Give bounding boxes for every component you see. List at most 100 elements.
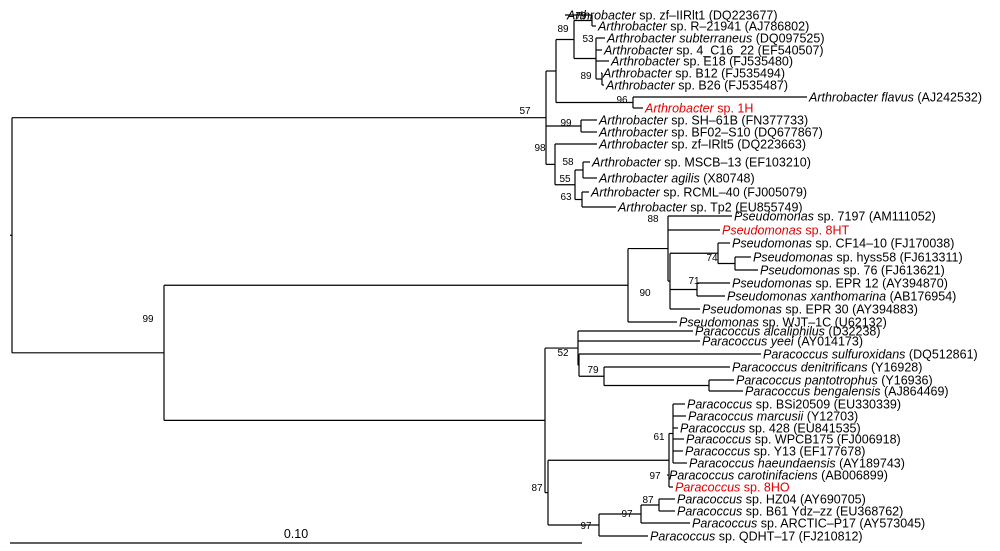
taxon-genus: Pseudomonas [760,264,840,278]
bootstrap-value: 63 [560,192,572,203]
taxon-genus: Paracoccus denitrificans [732,361,867,375]
taxon-detail: sp. B12 (FJ535494) [672,67,785,81]
taxon-detail: sp. B26 (FJ535487) [675,79,788,93]
taxon-detail: sp. zf–IIRlt1 (DQ223677) [636,9,778,23]
taxon-label: Paracoccus carotinifaciens (AB006899) [669,469,888,483]
taxon-detail: sp. EPR 30 (AY394883) [782,303,918,317]
taxon-genus: Arthrobacter agilis [598,172,700,186]
taxon-label: Paracoccus bengalensis (AJ864469) [745,385,949,399]
bootstrap-value: 87 [531,483,543,494]
taxon-detail: sp. QDHT–17 (FJ210812) [715,530,862,544]
taxon-detail: sp. EPR 12 (AY394870) [812,277,948,291]
taxon-genus: Paracoccus yeei [702,335,795,349]
taxon-label: Arthrobacter sp. zf–IRlt5 (DQ223663) [598,138,806,152]
taxon-detail: (DQ097525) [752,32,824,46]
taxon-detail: sp. Y13 (EF177678) [750,445,865,459]
taxon-detail: (Y16928) [867,361,922,375]
taxon-detail: sp. ARCTIC–P17 (AY573045) [757,517,925,531]
taxon-genus: Arthrobacter [598,138,669,152]
taxon-label: Arthrobacter sp. 4_C16_22 (EF540507) [603,44,824,58]
taxon-genus: Paracoccus [686,433,751,447]
taxon-genus: Arthrobacter subterraneus [606,32,752,46]
taxon-detail: (X80748) [700,172,755,186]
bootstrap-value: 99 [142,314,154,325]
bootstrap-value: 98 [534,143,546,154]
taxon-genus: Paracoccus [687,398,752,412]
taxon-label: Paracoccus sp. WPCB175 (FJ006918) [686,433,901,447]
bootstrap-value: 79 [587,365,599,376]
taxon-detail: sp. MSCB–13 (EF103210) [661,156,811,170]
bootstrap-values: 7989538996995863559857747190887952619787… [142,11,718,532]
taxon-genus: Pseudomonas [702,303,782,317]
bootstrap-value: 97 [621,509,633,520]
taxon-genus: Arthrobacter [566,9,637,23]
taxon-genus: Paracoccus [677,493,742,507]
taxon-label: Pseudomonas xanthomarina (AB176954) [727,290,956,304]
taxon-labels: Arthrobacter sp. zf–IIRlt1 (DQ223677)Art… [566,9,982,544]
taxon-detail: (D32238) [825,325,881,339]
taxon-label: Paracoccus haeundaensis (AY189743) [689,457,905,471]
taxon-label: Paracoccus yeei (AY014173) [702,335,863,349]
taxon-label: Pseudomonas sp. 7197 (AM111052) [734,210,936,224]
taxon-label: Arthrobacter sp. Tp2 (EU855749) [617,201,803,215]
taxon-genus: Pseudomonas [734,210,814,224]
taxon-detail: sp. hyss58 (FJ613311) [833,251,963,265]
taxon-detail: (Y16936) [878,374,933,388]
taxon-detail: (AB176954) [886,290,956,304]
bootstrap-value: 99 [560,118,572,129]
taxon-label: Paracoccus marcusii (Y12703) [688,410,858,424]
taxon-detail: sp. 4_C16_22 (EF540507) [673,44,824,58]
taxon-label: Arthrobacter sp. BF02–S10 (DQ677867) [598,126,823,140]
taxon-detail: sp. WPCB175 (FJ006918) [751,433,900,447]
taxon-label: Arthrobacter sp. E18 (FJ535480) [610,55,793,69]
taxon-genus: Paracoccus haeundaensis [689,457,836,471]
taxon-label: Pseudomonas sp. 76 (FJ613621) [760,264,945,278]
bootstrap-value: 61 [653,432,665,443]
taxon-detail: (Y12703) [803,410,858,424]
bootstrap-value: 96 [616,95,628,106]
bootstrap-value: 55 [559,174,571,185]
taxon-label: Pseudomonas sp. CF14–10 (FJ170038) [732,237,954,251]
taxon-label: Arthrobacter sp. RCML–40 (FJ005079) [590,186,807,200]
taxon-label: Pseudomonas sp. EPR 12 (AY394870) [732,277,948,291]
taxon-label: Paracoccus sp. 8HO [675,481,790,495]
taxon-genus: Paracoccus [675,481,740,495]
taxon-genus: Arthrobacter [602,67,673,81]
taxon-detail: sp. zf–IRlt5 (DQ223663) [668,138,806,152]
taxon-genus: Arthrobacter [591,156,662,170]
taxon-label: Arthrobacter sp. B26 (FJ535487) [605,79,788,93]
bootstrap-value: 97 [580,521,592,532]
taxon-genus: Arthrobacter [590,186,661,200]
bootstrap-value: 87 [642,495,654,506]
taxon-label: Paracoccus sp. QDHT–17 (FJ210812) [650,530,863,544]
taxon-detail: (AY189743) [836,457,905,471]
taxon-genus: Arthrobacter [603,44,674,58]
bootstrap-value: 58 [562,157,574,168]
taxon-genus: Paracoccus [685,445,750,459]
taxon-detail: sp. 1H [714,102,754,116]
taxon-detail: sp. 428 (EU841535) [745,422,860,436]
taxon-label: Pseudomonas sp. 8HT [722,224,850,238]
taxon-label: Arthrobacter flavus (AJ242532) [808,91,982,105]
taxon-genus: Paracoccus [680,422,745,436]
taxon-label: Pseudomonas sp. hyss58 (FJ613311) [753,251,963,265]
taxon-genus: Arthrobacter [598,126,669,140]
taxon-genus: Paracoccus sulfuroxidans [763,348,905,362]
taxon-detail: sp. CF14–10 (FJ170038) [812,237,954,251]
taxon-label: Pseudomonas sp. EPR 30 (AY394883) [702,303,918,317]
bootstrap-value: 74 [706,253,718,264]
taxon-genus: Arthrobacter [598,114,669,128]
taxon-detail: sp. RCML–40 (FJ005079) [660,186,807,200]
taxon-genus: Arthrobacter [644,102,715,116]
taxon-detail: sp. BF02–S10 (DQ677867) [668,126,823,140]
taxon-label: Paracoccus sp. HZ04 (AY690705) [677,493,866,507]
taxon-detail: sp. E18 (FJ535480) [680,55,793,69]
taxon-genus: Pseudomonas [732,277,812,291]
taxon-label: Arthrobacter sp. B12 (FJ535494) [602,67,785,81]
taxon-genus: Arthrobacter [605,79,676,93]
taxon-genus: Arthrobacter [597,20,668,34]
scale-bar: 0.10 [10,527,582,544]
taxon-genus: Pseudomonas [722,224,802,238]
scale-bar-label: 0.10 [284,527,308,541]
